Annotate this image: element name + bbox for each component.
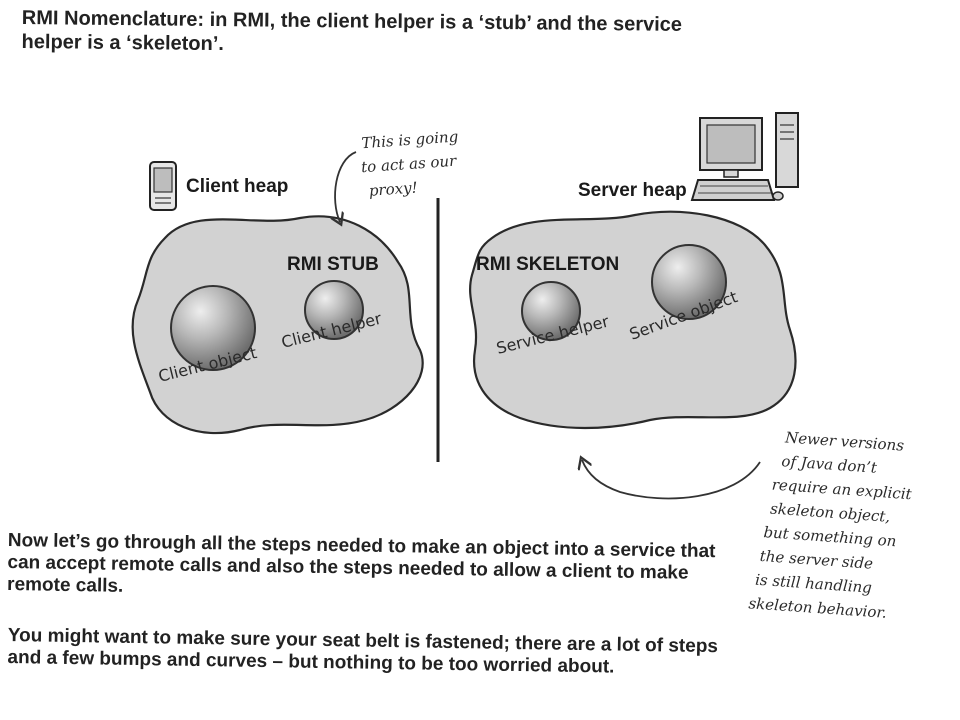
proxy-arrow [335,151,357,222]
proxy-note: This is going to act as our proxy! [361,127,459,199]
client-object-sphere [170,285,256,371]
skeleton-note-line: Newer versions [784,428,905,454]
phone-icon [149,161,177,211]
server-heap-label: Server heap [578,180,687,201]
proxy-note-line: proxy! [368,178,418,199]
skeleton-note-line: skeleton behavior. [748,594,887,622]
skeleton-note-line: is still handling [755,571,873,597]
skeleton-arrow [582,460,761,500]
skeleton-note-line: require an explicit [771,476,913,504]
client-helper-sphere [304,280,364,340]
client-heap-blob [131,215,424,435]
proxy-note-line: This is going [361,127,459,152]
skeleton-note: Newer versions of Java don’t require an … [748,428,913,622]
skeleton-note-line: of Java don’t [781,452,879,477]
client-heap-label: Client heap [186,176,288,197]
server-heap-blob [469,210,797,430]
proxy-note-line: to act as our [361,152,458,177]
intro-paragraph: Now let’s go through all the steps neede… [6,530,716,597]
skeleton-note-line: skeleton object, [770,500,891,526]
computer-icon [690,112,799,201]
skeleton-note-line: but something on [763,523,897,550]
skeleton-note-line: the server side [759,547,873,573]
rmi-stub-label: RMI STUB [287,254,379,275]
service-helper-sphere [521,281,581,341]
rmi-skeleton-label: RMI SKELETON [476,254,619,275]
service-object-sphere [651,244,727,320]
